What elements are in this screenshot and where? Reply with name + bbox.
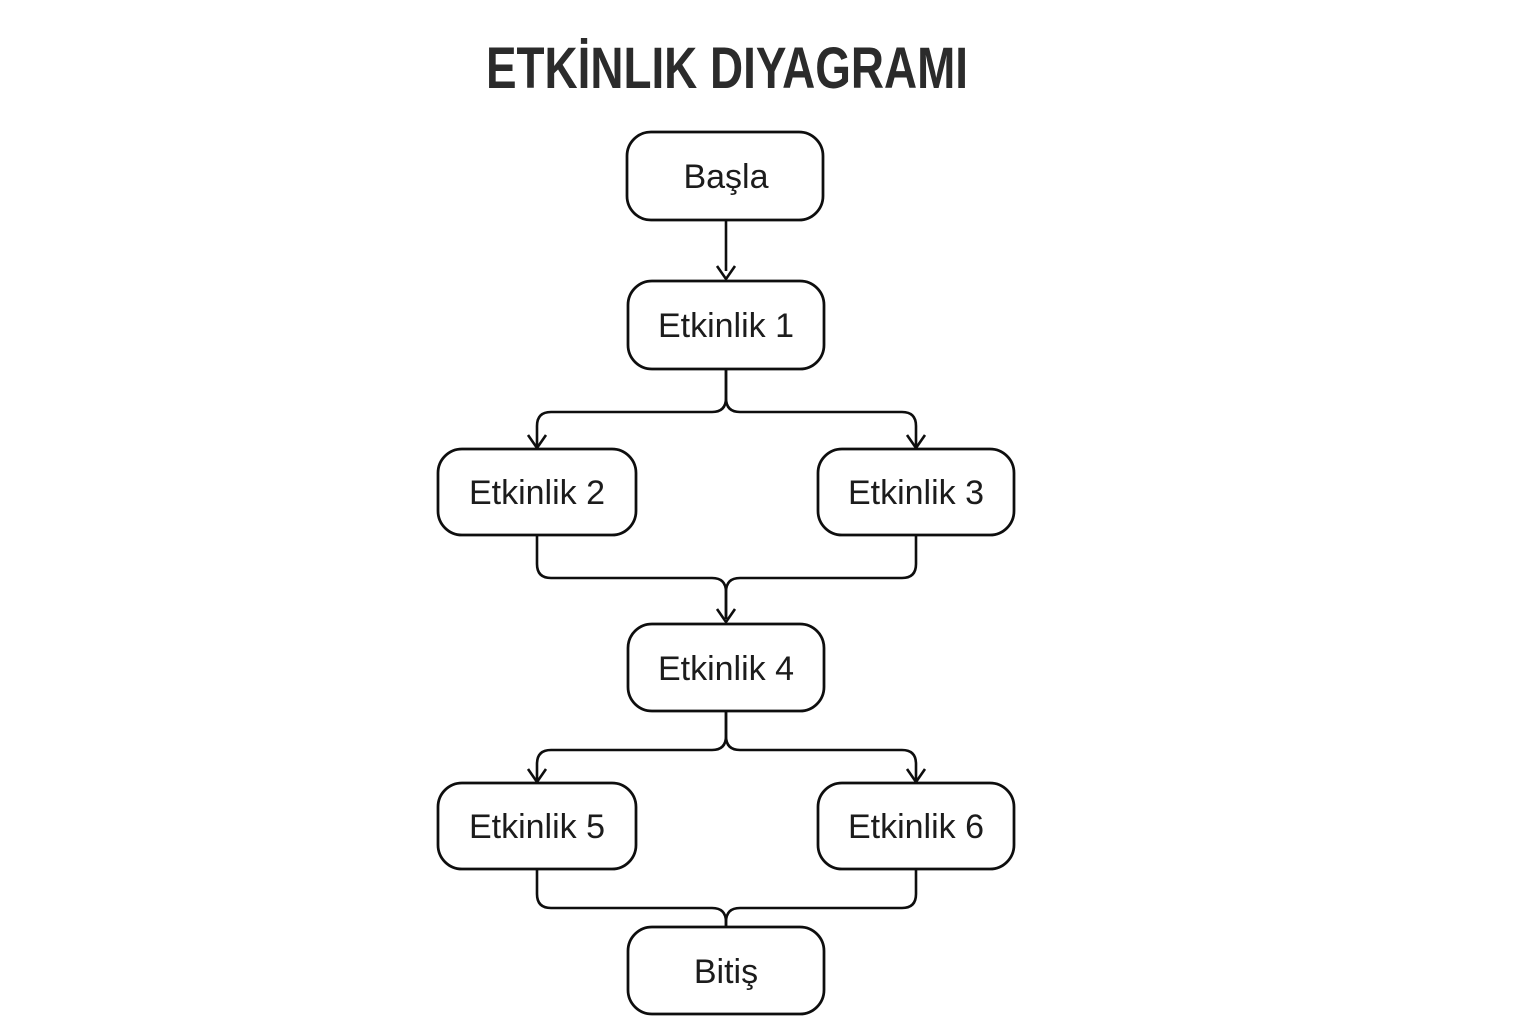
node-etkinlik-4-box — [626, 622, 826, 713]
node-layer: Başla Etkinlik 1 Etkinlik 2 Etkinlik 3 E… — [436, 130, 1016, 1016]
arrowhead-etkinlik-1 — [715, 265, 737, 282]
edge-etkinlik-5-bitis — [535, 869, 728, 927]
node-etkinlik-5: Etkinlik 5 — [436, 781, 638, 871]
node-etkinlik-6: Etkinlik 6 — [816, 781, 1016, 871]
node-etkinlik-1: Etkinlik 1 — [626, 279, 826, 371]
node-basla-box — [625, 130, 825, 222]
edge-etkinlik-1-etkinlik-2 — [535, 369, 728, 446]
edge-etkinlik-4-etkinlik-5 — [535, 711, 728, 780]
edge-etkinlik-1-etkinlik-3 — [724, 369, 918, 446]
node-basla-label: Başla — [683, 158, 768, 196]
node-etkinlik-1-label: Etkinlik 1 — [658, 307, 794, 345]
node-etkinlik-6-box — [816, 781, 1016, 871]
node-basla: Başla — [625, 130, 825, 222]
node-etkinlik-2-box — [436, 447, 638, 537]
edge-etkinlik-4-etkinlik-6 — [724, 711, 918, 780]
node-etkinlik-3: Etkinlik 3 — [816, 447, 1016, 537]
node-etkinlik-4: Etkinlik 4 — [626, 622, 826, 713]
node-etkinlik-2-label: Etkinlik 2 — [469, 474, 605, 512]
node-etkinlik-3-box — [816, 447, 1016, 537]
edge-etkinlik-2-etkinlik-4 — [535, 535, 728, 619]
node-bitis: Bitiş — [626, 925, 826, 1016]
node-bitis-box — [626, 925, 826, 1016]
arrowhead-etkinlik-4 — [715, 608, 737, 625]
node-etkinlik-3-label: Etkinlik 3 — [848, 474, 984, 512]
node-bitis-label: Bitiş — [694, 953, 758, 991]
node-etkinlik-5-label: Etkinlik 5 — [469, 808, 605, 846]
node-etkinlik-5-box — [436, 781, 638, 871]
diagram-title: ETKİNLIK DIYAGRAMI — [486, 36, 968, 101]
node-etkinlik-1-box — [626, 279, 826, 371]
edge-etkinlik-3-etkinlik-4 — [724, 535, 918, 619]
node-etkinlik-6-label: Etkinlik 6 — [848, 808, 984, 846]
node-etkinlik-2: Etkinlik 2 — [436, 447, 638, 537]
edge-etkinlik-6-bitis — [724, 869, 918, 927]
node-etkinlik-4-label: Etkinlik 4 — [658, 650, 794, 688]
